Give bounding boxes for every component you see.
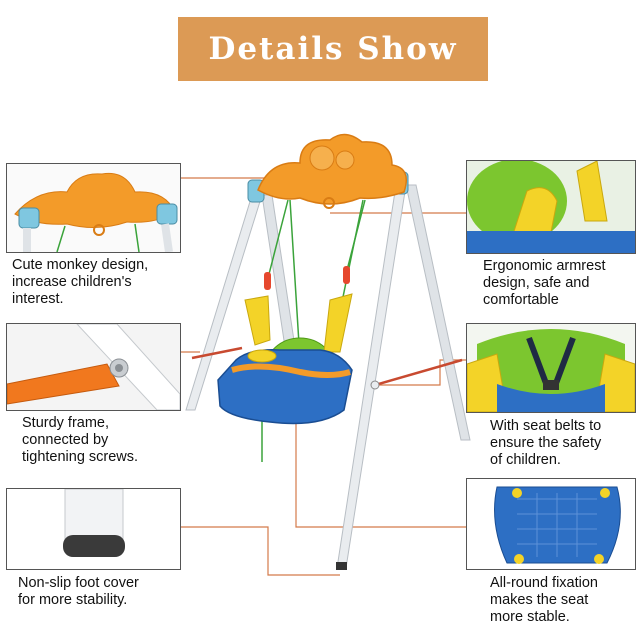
caption-fixation: All-round fixation makes the seat more s… — [490, 575, 598, 625]
callout-foot-image — [6, 488, 181, 570]
monkey-canopy-closeup-icon — [7, 164, 180, 252]
leader-line-fixation — [295, 420, 466, 528]
armrest-closeup-icon — [467, 161, 635, 253]
leader-lines — [180, 177, 466, 576]
banner-title: Details Show — [208, 31, 458, 67]
title-banner: Details Show — [178, 17, 488, 81]
callout-frame-image — [6, 323, 181, 411]
leader-line-foot — [180, 526, 340, 576]
callout-fixation-image — [466, 478, 636, 570]
caption-foot: Non-slip foot cover for more stability. — [18, 575, 139, 608]
foot-cover-closeup-icon — [7, 489, 180, 569]
caption-belts: With seat belts to ensure the safety of … — [490, 418, 602, 468]
callout-armrest-image — [466, 160, 636, 254]
caption-monkey: Cute monkey design, increase children's … — [12, 257, 149, 307]
frame-screw-closeup-icon — [7, 324, 180, 410]
swing-seat — [217, 293, 353, 425]
caption-frame: Sturdy frame, connected by tightening sc… — [22, 415, 139, 465]
seat-belt-closeup-icon — [467, 324, 635, 412]
callout-monkey-image — [6, 163, 181, 253]
callout-belts-image — [466, 323, 636, 413]
monkey-canopy — [257, 133, 407, 209]
seat-underside-closeup-icon — [467, 479, 635, 569]
caption-armrest: Ergonomic armrest design, safe and comfo… — [483, 258, 606, 308]
